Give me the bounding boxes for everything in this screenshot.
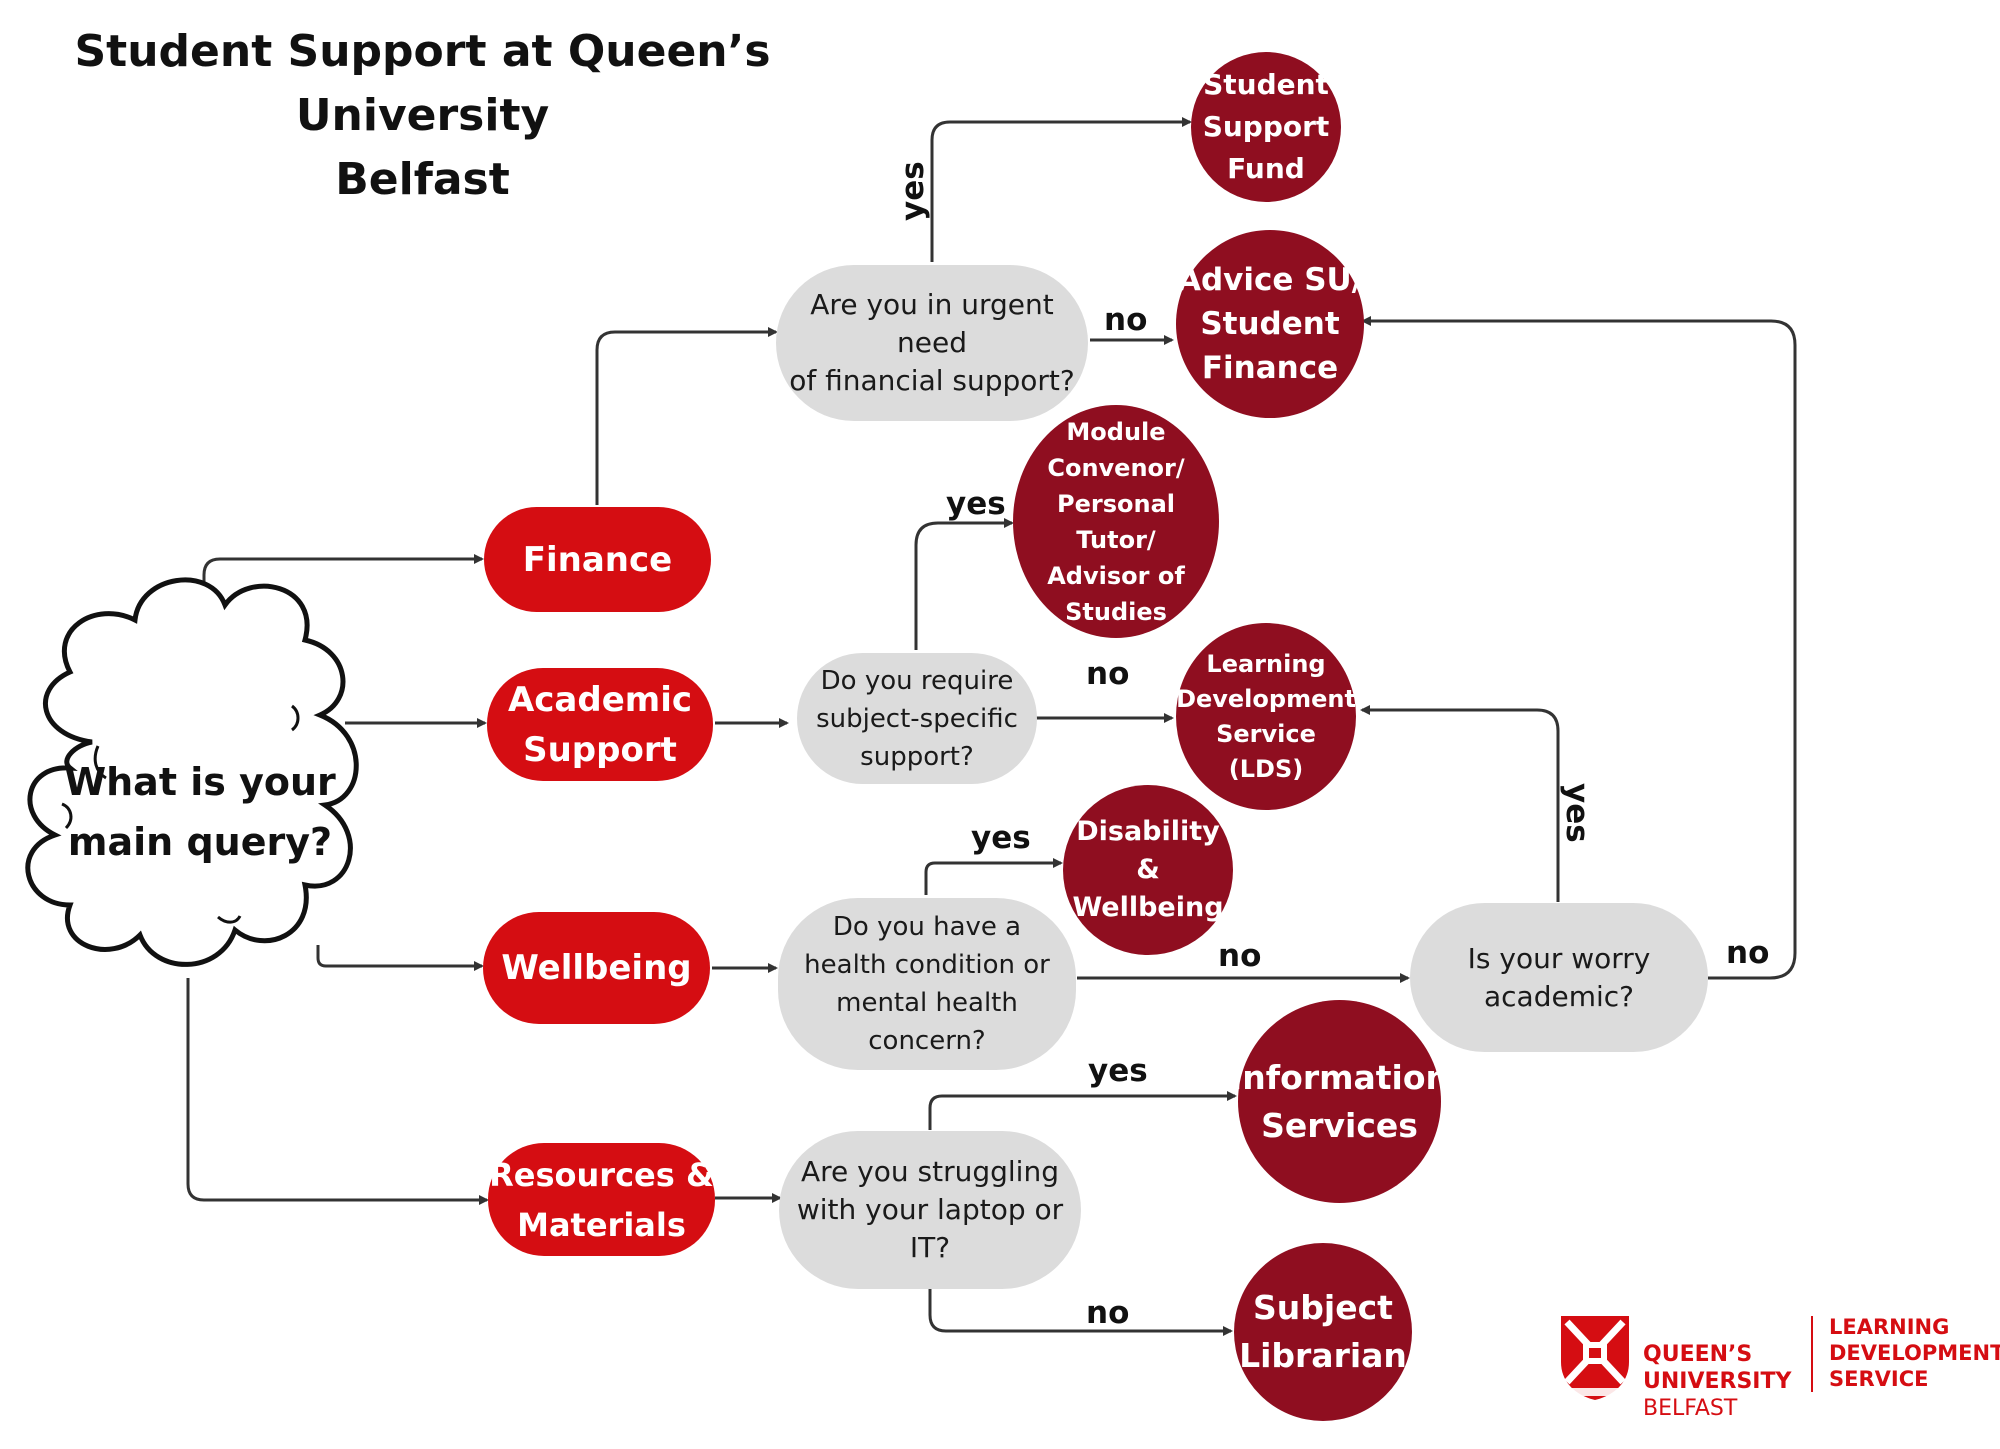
service-information-services[interactable]: Information Services: [1230, 1000, 1449, 1203]
question-subject-specific[interactable]: Do you require subject-specific support?: [797, 653, 1037, 784]
logo-divider: [1811, 1316, 1813, 1392]
service-student-support-fund[interactable]: Student Support Fund: [1191, 52, 1341, 202]
category-finance[interactable]: Finance: [484, 507, 711, 612]
question-health-condition[interactable]: Do you have a health condition or mental…: [778, 898, 1076, 1070]
edge-laptop-yes: [928, 1091, 1237, 1130]
service-subject-librarian[interactable]: Subject Librarian: [1234, 1243, 1412, 1421]
logo-service-name: LEARNING DEVELOPMENT SERVICE: [1829, 1315, 2000, 1391]
main-query-text: What is your main query?: [64, 760, 336, 864]
logo-university-name: QUEEN’S UNIVERSITY: [1643, 1342, 1792, 1394]
label-no-subject: no: [1086, 656, 1130, 692]
edge-financial-yes: [930, 117, 1192, 262]
label-no-laptop: no: [1086, 1295, 1130, 1331]
page-title: Student Support at Queen’s University Be…: [74, 26, 771, 205]
question-laptop-it[interactable]: Are you struggling with your laptop or I…: [779, 1131, 1081, 1289]
edge-cloud-resources: [186, 978, 489, 1205]
category-wellbeing[interactable]: Wellbeing: [483, 912, 710, 1024]
label-yes-financial: yes: [895, 161, 931, 221]
label-yes-worry: yes: [1559, 783, 1595, 843]
service-advice-su-student-finance[interactable]: Advice SU/ Student Finance: [1176, 230, 1364, 418]
label-yes-health: yes: [971, 820, 1031, 856]
edge-cloud-wellbeing: [316, 945, 484, 971]
edge-finance-question: [595, 327, 778, 505]
service-disability-wellbeing[interactable]: Disability & Wellbeing: [1063, 785, 1233, 955]
edge-worry-no: [1361, 316, 1797, 980]
edge-laptop-no: [928, 1288, 1233, 1336]
flowchart-connectors: [25, 117, 1797, 1336]
label-yes-subject: yes: [946, 486, 1006, 522]
category-academic-support[interactable]: Academic Support: [487, 668, 713, 781]
label-no-financial: no: [1104, 302, 1148, 338]
edge-worry-yes: [1360, 705, 1560, 902]
logo-city: BELFAST: [1643, 1396, 1738, 1421]
label-no-health: no: [1218, 938, 1262, 974]
edge-cloud-finance: [202, 554, 484, 645]
category-resources-materials[interactable]: Resources & Materials: [488, 1143, 715, 1256]
question-worry-academic[interactable]: Is your worry academic?: [1410, 903, 1708, 1052]
query-cloud: [25, 577, 359, 967]
question-urgent-financial[interactable]: Are you in urgent need of financial supp…: [776, 265, 1088, 421]
edge-health-yes: [924, 858, 1063, 895]
service-learning-development[interactable]: Learning Development Service (LDS): [1176, 623, 1356, 810]
label-no-worry: no: [1726, 935, 1770, 971]
edge-subject-yes: [914, 518, 1014, 650]
university-crest-icon: [1561, 1316, 1629, 1400]
service-module-convenor[interactable]: Module Convenor/ Personal Tutor/ Advisor…: [1013, 405, 1219, 638]
label-yes-laptop: yes: [1088, 1053, 1148, 1089]
